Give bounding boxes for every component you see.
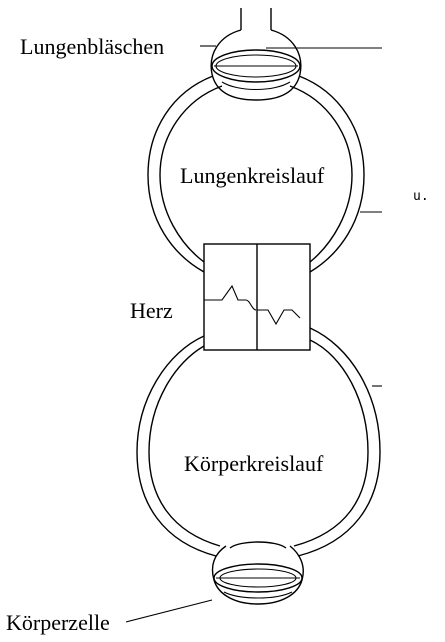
heart-box [203,243,311,351]
label-body-cell: Körperzelle [6,610,110,635]
systemic-loop [136,327,381,557]
label-heart: Herz [130,298,173,323]
pulmonary-loop [147,75,365,273]
label-alveoli: Lungenbläschen [20,34,164,59]
label-systemic-circuit: Körperkreislauf [184,451,324,476]
leader-lines [125,45,382,623]
body-cell-shape [211,541,304,605]
label-side-note: u. [413,189,429,204]
label-pulmonary-circuit: Lungenkreislauf [180,163,325,188]
trachea [240,8,272,30]
alveolus-shape [210,29,302,101]
